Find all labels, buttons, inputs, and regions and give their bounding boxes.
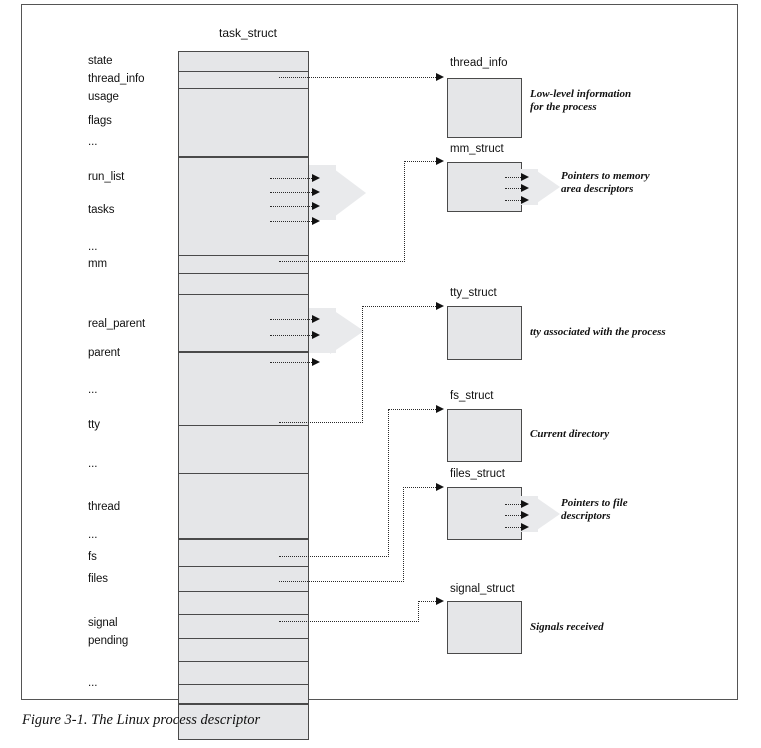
tty-struct-note: tty associated with the process [530, 326, 666, 338]
signal-struct-box [447, 601, 522, 654]
field-label-ellipsis-2: ... [88, 241, 98, 253]
tty-struct-title: tty_struct [450, 287, 497, 299]
field-label-flags: flags [88, 115, 112, 127]
field-label-thread: thread [88, 501, 121, 513]
field-label-state: state [88, 55, 113, 67]
task-struct-cell [178, 538, 309, 567]
field-label-ellipsis-3: ... [88, 384, 98, 396]
task-struct-cell [178, 51, 309, 72]
thread-info-note: Low-level information for the process [530, 88, 632, 113]
field-label-ellipsis-6: ... [88, 677, 98, 689]
field-label-ellipsis-4: ... [88, 458, 98, 470]
fs-struct-note: Current directory [530, 428, 610, 440]
task-struct-cell [178, 273, 309, 295]
figure-frame [21, 4, 738, 700]
files-struct-box [447, 487, 522, 540]
files-struct-note: Pointers to file descriptors [561, 497, 628, 522]
task-struct-cell [178, 591, 309, 615]
task-struct-cell [178, 88, 309, 157]
task-struct-cell [178, 255, 309, 274]
task-struct-cell [178, 638, 309, 662]
figure-caption: Figure 3-1. The Linux process descriptor [22, 712, 261, 728]
mm-struct-title: mm_struct [450, 143, 504, 155]
task-struct-cell [178, 351, 309, 426]
mm-struct-box [447, 162, 522, 212]
task-struct-cell [178, 303, 309, 352]
files-struct-title: files_struct [450, 468, 505, 480]
field-label-parent: parent [88, 347, 121, 359]
task-struct-cell [178, 703, 309, 740]
field-label-files: files [88, 573, 108, 585]
task-struct-cell [178, 566, 309, 592]
thread-info-box [447, 78, 522, 138]
mm-struct-note: Pointers to memory area descriptors [561, 170, 650, 195]
field-label-signal: signal [88, 617, 118, 629]
field-label-tasks: tasks [88, 204, 115, 216]
field-label-fs: fs [88, 551, 97, 563]
task-struct-cell [178, 71, 309, 89]
task-struct-cell [178, 661, 309, 685]
field-label-real-parent: real_parent [88, 318, 146, 330]
field-label-run-list: run_list [88, 171, 125, 183]
tty-struct-box [447, 306, 522, 360]
thread-info-title: thread_info [450, 57, 508, 69]
field-label-ellipsis-1: ... [88, 136, 98, 148]
field-label-mm: mm [88, 258, 107, 270]
task-struct-cell [178, 425, 309, 474]
signal-struct-title: signal_struct [450, 583, 515, 595]
field-label-pending: pending [88, 635, 129, 647]
task-struct-cell [178, 614, 309, 639]
fs-struct-box [447, 409, 522, 462]
task-struct-title: task_struct [219, 26, 278, 40]
field-label-thread-info: thread_info [88, 73, 145, 85]
task-struct-cell [178, 473, 309, 539]
task-struct-cell [178, 684, 309, 704]
task-struct-column [178, 51, 309, 740]
field-label-usage: usage [88, 91, 119, 103]
signal-struct-note: Signals received [530, 621, 604, 633]
field-label-tty: tty [88, 419, 100, 431]
field-label-ellipsis-5: ... [88, 529, 98, 541]
fs-struct-title: fs_struct [450, 390, 494, 402]
